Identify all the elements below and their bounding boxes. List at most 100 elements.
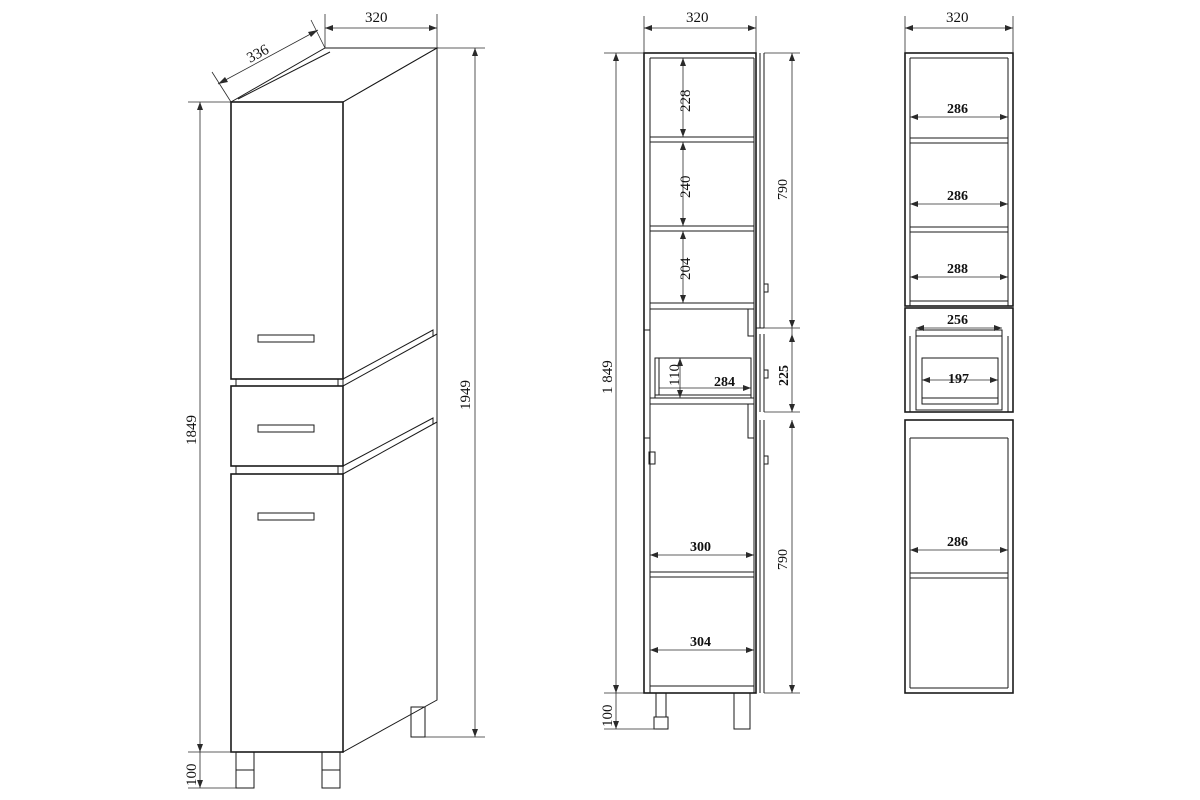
front-handle [763,283,769,293]
front-width-label: 320 [686,10,709,26]
front-dim-arrow [613,53,619,61]
side-dim-arrow [922,377,930,383]
front-dim-arrow [644,25,652,31]
front-shelf [649,225,755,232]
iso-drawer-step [342,333,438,387]
front-dim-arrow [789,320,795,328]
front-hinge [648,451,656,465]
side-shelf [909,572,1009,579]
side-drawer-outer-label: 256 [947,313,968,328]
side-section-view: 320 286 286 288 256 197 286 [904,10,1014,694]
front-drawer-height-label: 110 [667,364,683,386]
front-dim-arrow [680,218,686,226]
front-dim-arrow [746,647,754,653]
front-shelf [649,136,755,143]
front-drawer-guide [747,309,754,337]
front-upper-section-label: 790 [776,179,791,200]
side-dim-arrow [1000,274,1008,280]
side-dim-arrow [1005,25,1013,31]
side-width-label: 320 [946,10,969,26]
iso-lower-door-handle [257,512,315,521]
side-dim-arrow [910,274,918,280]
iso-total-height-label: 1949 [458,380,474,410]
front-drawer-width-label: 284 [714,375,735,390]
front-shelf [649,397,755,405]
side-dim-arrow [910,547,918,553]
iso-depth-label: 336 [244,42,272,67]
side-dim-arrow [1000,201,1008,207]
front-dim-arrow [748,25,756,31]
side-drawer-carcass [904,307,1014,413]
front-dim-arrow [743,385,751,391]
front-shelf [649,685,755,694]
iso-body-height-label: 1849 [184,415,200,445]
side-drawer-inner [921,357,999,405]
side-shelf [909,300,1009,307]
iso-drawer-front [230,385,344,467]
isometric-view: 320 336 1849 100 1949 [184,10,485,789]
front-dim-arrow [789,420,795,428]
front-carcass [643,52,757,694]
iso-dim-arrow [472,48,478,56]
iso-dim-arrow [197,102,203,110]
front-dim-arrow [650,647,658,653]
front-body-height-label: 1 849 [600,360,616,394]
front-dim-arrow [680,295,686,303]
front-legs-label: 100 [600,705,616,728]
side-dim-arrow [905,25,913,31]
front-leg [655,692,667,718]
side-dim-arrow [916,325,924,331]
front-drawer-guide [747,404,754,439]
side-dim-arrow [990,377,998,383]
side-lower-carcass [904,419,1014,694]
front-gap2-label: 240 [678,176,694,199]
iso-width-label: 320 [365,10,388,26]
front-dim-arrow [789,53,795,61]
side-dim-arrow [994,325,1002,331]
iso-dim-depth-line [217,29,319,85]
iso-dim-arrow [429,25,437,31]
iso-dim-arrow [197,744,203,752]
iso-dim-arrow [325,25,333,31]
front-dim-arrow [680,142,686,150]
front-lower-section-label: 790 [776,549,791,570]
iso-top-inner-edge [237,51,331,100]
iso-upper-door-handle [257,334,315,343]
iso-dim-arrow [472,729,478,737]
front-dim-arrow [789,685,795,693]
side-lower-shelf-label: 286 [947,535,968,550]
iso-side-panel [342,47,438,753]
side-shelf1-label: 286 [947,102,968,117]
side-shelf [909,137,1009,144]
iso-dim-ext [211,71,232,103]
front-dim-arrow [789,404,795,412]
front-lower-shelf-label: 300 [690,540,711,555]
iso-dim-arrow [218,77,228,84]
front-leg [733,692,751,730]
front-shelf [649,571,755,578]
front-drawer-guide [644,309,651,331]
iso-leg [410,706,426,738]
front-bottom-width-label: 304 [690,635,711,650]
front-leg-foot [653,716,669,730]
side-drawer-box [915,329,1003,411]
front-section-view: 320 228 240 204 110 284 300 304 [600,10,800,730]
side-dim-arrow [1000,114,1008,120]
front-handle [763,455,769,465]
front-handle [763,369,769,379]
front-dim-arrow [613,721,619,729]
front-dim-arrow [677,390,683,398]
front-gap3-label: 204 [678,257,694,280]
front-drawer-section-label: 225 [777,365,792,386]
front-dim-arrow [680,58,686,66]
side-dim-arrow [1000,547,1008,553]
front-dim-arrow [680,231,686,239]
front-drawer-guide [644,404,651,439]
iso-upper-door [230,101,344,380]
side-dim-arrow [910,201,918,207]
front-dim-arrow [789,334,795,342]
front-dim-arrow [677,358,683,366]
side-shelf [909,226,1009,233]
side-drawer-inner-label: 197 [948,372,969,387]
